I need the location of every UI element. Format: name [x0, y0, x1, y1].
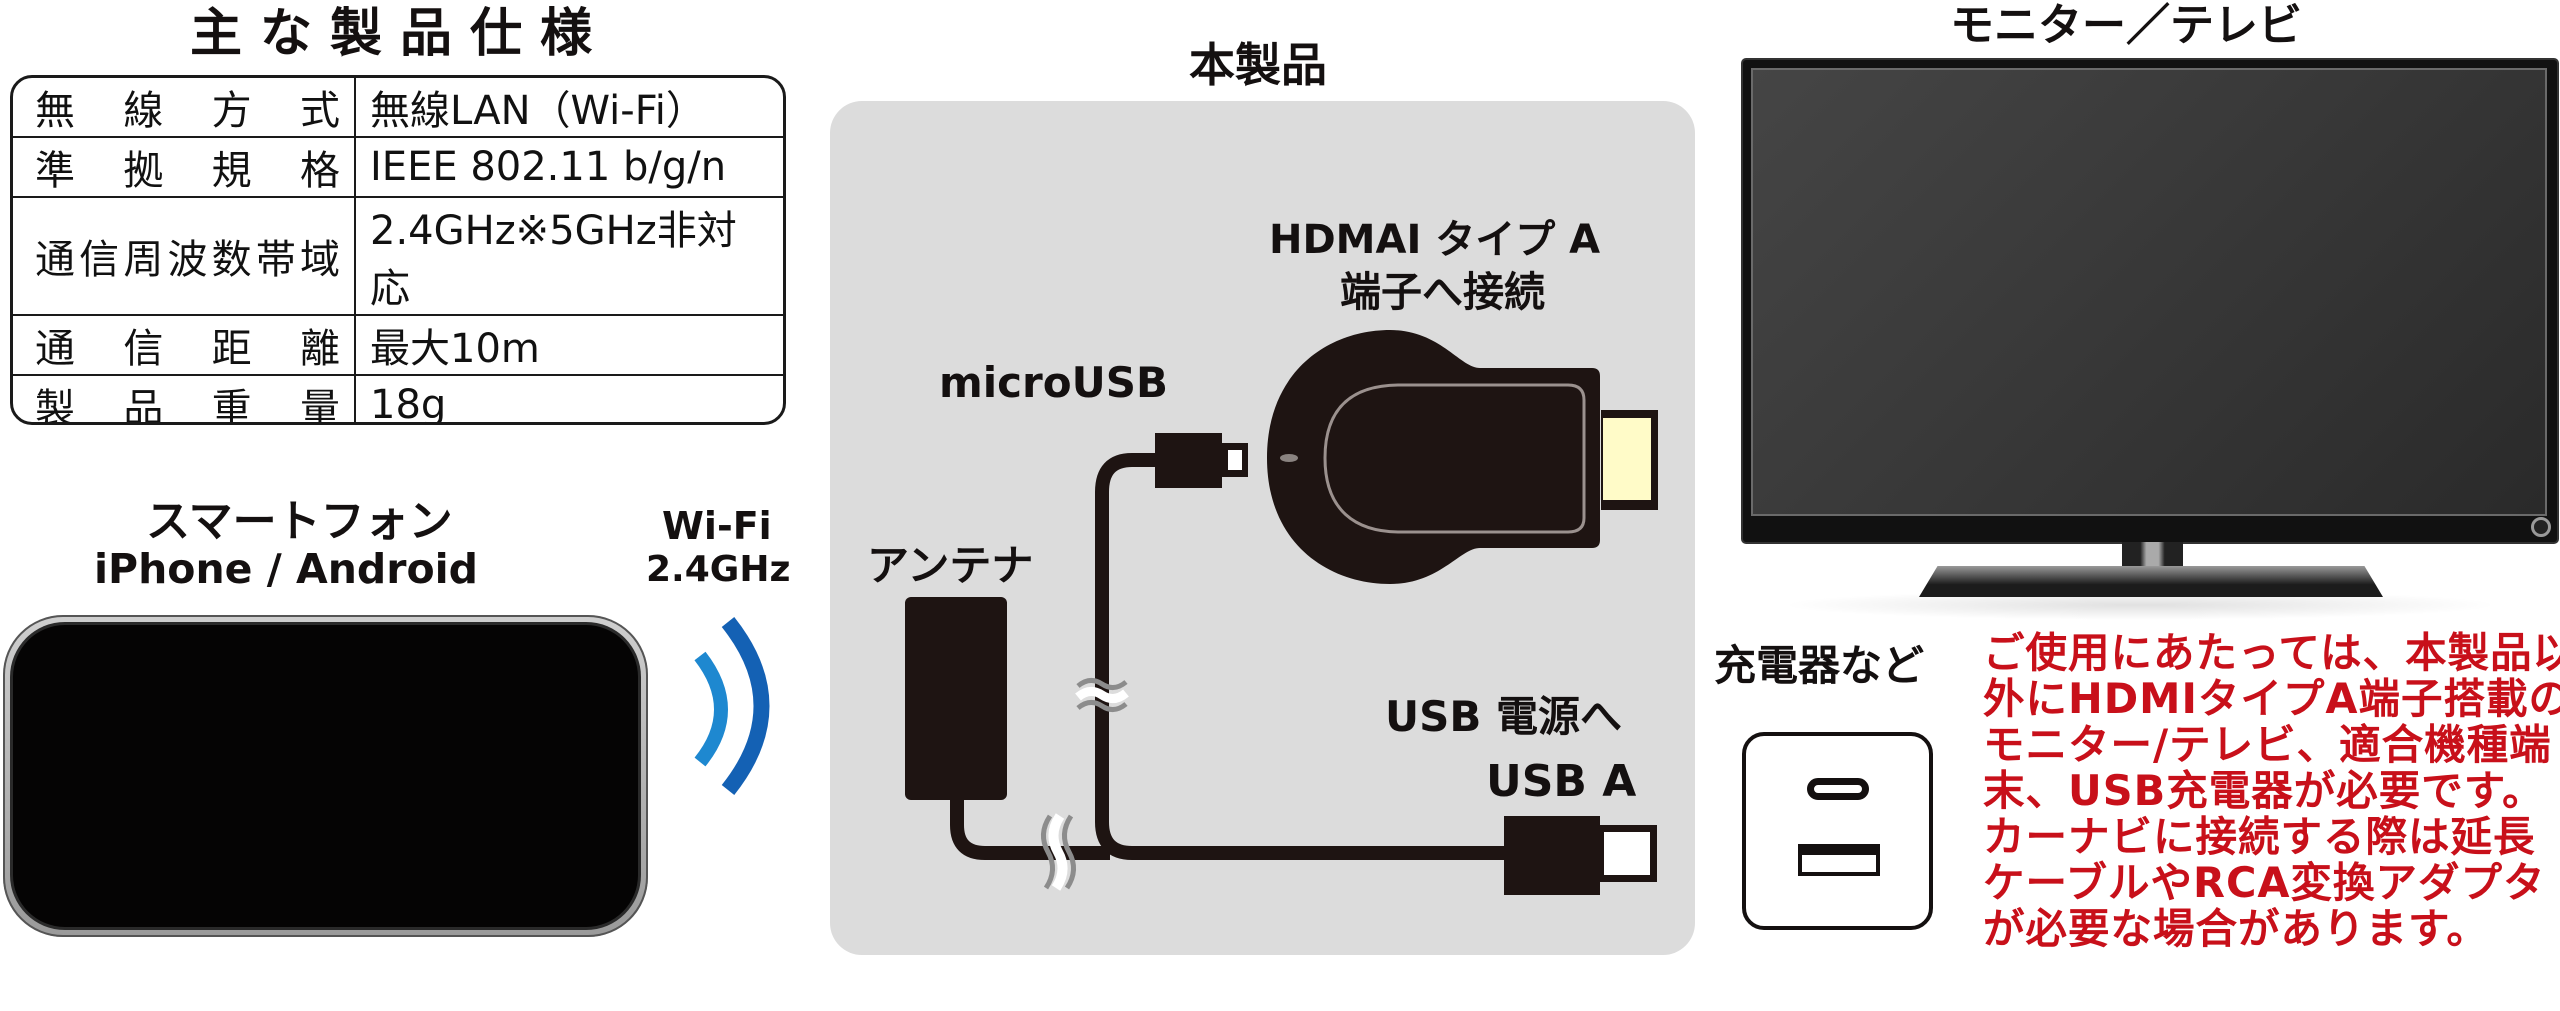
product-title: 本製品 [1189, 38, 1327, 92]
smartphone-subtitle: iPhone / Android [94, 545, 479, 593]
notice-line: モニター/テレビ、適合機種端 [1983, 720, 2552, 769]
antenna-label: アンテナ [867, 541, 1034, 590]
antenna-box [905, 597, 1007, 800]
hdmi-label-line2: 端子へ接続 [1340, 268, 1545, 316]
usb-charger-icon [1742, 732, 1933, 930]
spec-label: 無線方式 [13, 78, 356, 138]
spec-title: 主な製品仕様 [190, 4, 611, 64]
hdmi-label-line1: HDMAI タイプ A [1269, 217, 1601, 263]
usb-a-port-icon [1798, 844, 1880, 876]
usb-power-label: USB 電源へ [1385, 692, 1622, 741]
monitor-title: モニター／テレビ [1950, 0, 2302, 51]
microusb-connector [1155, 433, 1248, 488]
notice-line: ご使用にあたっては、本製品以 [1983, 628, 2560, 677]
wifi-arc-inner [694, 651, 728, 767]
hdmi-dongle [1267, 330, 1658, 584]
smartphone-image [3, 615, 648, 937]
wifi-band-label: 2.4GHz [646, 549, 791, 590]
cable-break-horizontal [1041, 813, 1076, 891]
wifi-arc-outer [721, 617, 770, 795]
cable-break-vertical [1075, 678, 1129, 712]
power-button-icon [2531, 517, 2551, 537]
spec-value: 18g [355, 375, 783, 422]
spec-row: 通信距離最大10m [13, 315, 783, 376]
tv-image [1743, 60, 2557, 542]
notice-line: カーナビに接続する際は延長 [1983, 812, 2536, 861]
led-indicator [1280, 454, 1298, 462]
spec-value: 最大10m [355, 315, 783, 376]
usage-notice: ご使用にあたっては、本製品以外にHDMIタイプA端子搭載のモニター/テレビ、適合… [1983, 628, 2560, 953]
microusb-cable [1095, 453, 1510, 860]
spec-label: 通信周波数帯域 [13, 197, 356, 316]
antenna-cable [950, 800, 1110, 860]
notice-line: ケーブルやRCA変換アダプタ [1983, 858, 2546, 907]
smartphone-title: スマートフォン [146, 496, 453, 547]
spec-value: 無線LAN（Wi-Fi） [355, 78, 783, 138]
spec-row: 無線方式無線LAN（Wi-Fi） [13, 78, 783, 138]
spec-label: 製品重量 [13, 375, 356, 422]
smartphone-screen [13, 625, 638, 927]
spec-value: IEEE 802.11 b/g/n [355, 137, 783, 198]
spec-label: 準拠規格 [13, 137, 356, 198]
microusb-label: microUSB [939, 358, 1168, 407]
cables [950, 453, 1510, 860]
tv-stand-base [1919, 566, 2383, 597]
tv-screen [1753, 70, 2545, 514]
charger-label: 充電器など [1714, 641, 1925, 690]
usb-c-port-icon [1807, 778, 1869, 800]
notice-line: が必要な場合があります。 [1983, 904, 2489, 953]
notice-line: 末、USB充電器が必要です。 [1983, 766, 2545, 815]
wifi-label: Wi-Fi [662, 504, 772, 548]
notice-line: 外にHDMIタイプA端子搭載の [1983, 674, 2560, 723]
spec-value: 2.4GHz※5GHz非対応 [355, 197, 783, 316]
spec-label: 通信距離 [13, 315, 356, 376]
usb-a-label: USB A [1486, 756, 1637, 807]
wifi-signal-icon [694, 617, 770, 795]
usb-a-connector [1504, 816, 1657, 895]
